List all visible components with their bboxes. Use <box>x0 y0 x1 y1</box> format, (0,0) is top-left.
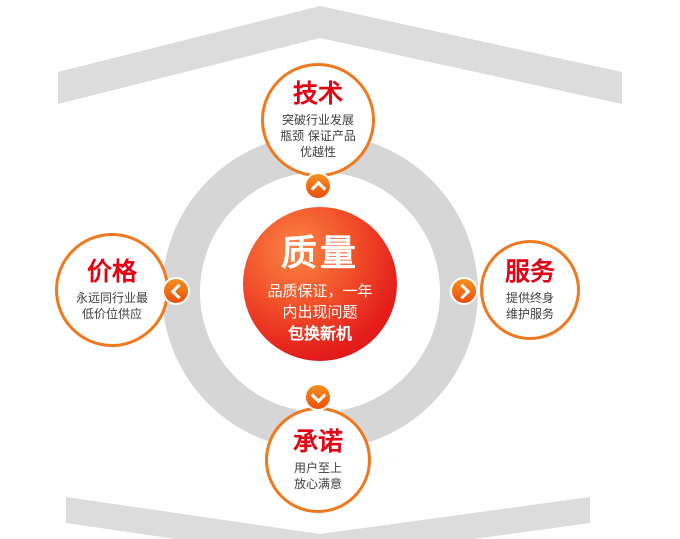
node-commitment: 承诺 用户至上 放心满意 <box>265 407 371 513</box>
arrow-up-icon <box>304 172 332 200</box>
node-technology-title: 技术 <box>292 79 343 109</box>
arrow-down-icon <box>304 383 332 411</box>
node-service-text: 维护服务 <box>505 306 554 321</box>
center-text-line: 品质保证，一年 <box>267 282 373 300</box>
center-title: 质量 <box>280 233 359 274</box>
node-service: 服务 提供终身 维护服务 <box>480 240 580 340</box>
node-technology-text: 突破行业发展 <box>281 112 354 127</box>
arrow-right-icon <box>450 277 478 305</box>
arrow-left-icon <box>162 277 190 305</box>
node-price: 价格 永远同行业最 低价位供应 <box>55 233 169 347</box>
center-node-quality: 质量 品质保证，一年 内出现问题 包换新机 <box>243 207 397 361</box>
node-commitment-title: 承诺 <box>292 427 343 457</box>
chevron-right-glyph <box>454 283 470 299</box>
chevron-up-glyph <box>310 180 326 196</box>
node-technology: 技术 突破行业发展 瓶颈 保证产品 优越性 <box>261 63 375 177</box>
center-text-line: 内出现问题 <box>282 303 358 321</box>
node-service-title: 服务 <box>504 257 555 287</box>
node-price-text: 低价位供应 <box>81 306 142 321</box>
chevron-left-glyph <box>170 283 186 299</box>
bottom-chevron-band <box>66 497 590 539</box>
node-service-text: 提供终身 <box>505 290 554 305</box>
node-commitment-text: 放心满意 <box>293 476 342 491</box>
top-chevron-band <box>58 6 622 104</box>
node-commitment-text: 用户至上 <box>293 460 342 475</box>
node-technology-text: 瓶颈 保证产品 <box>280 128 356 143</box>
node-technology-text: 优越性 <box>299 144 336 159</box>
node-price-title: 价格 <box>86 257 137 287</box>
node-price-text: 永远同行业最 <box>75 290 148 305</box>
center-text-line-highlight: 包换新机 <box>287 324 352 343</box>
chevron-down-glyph <box>310 387 326 403</box>
